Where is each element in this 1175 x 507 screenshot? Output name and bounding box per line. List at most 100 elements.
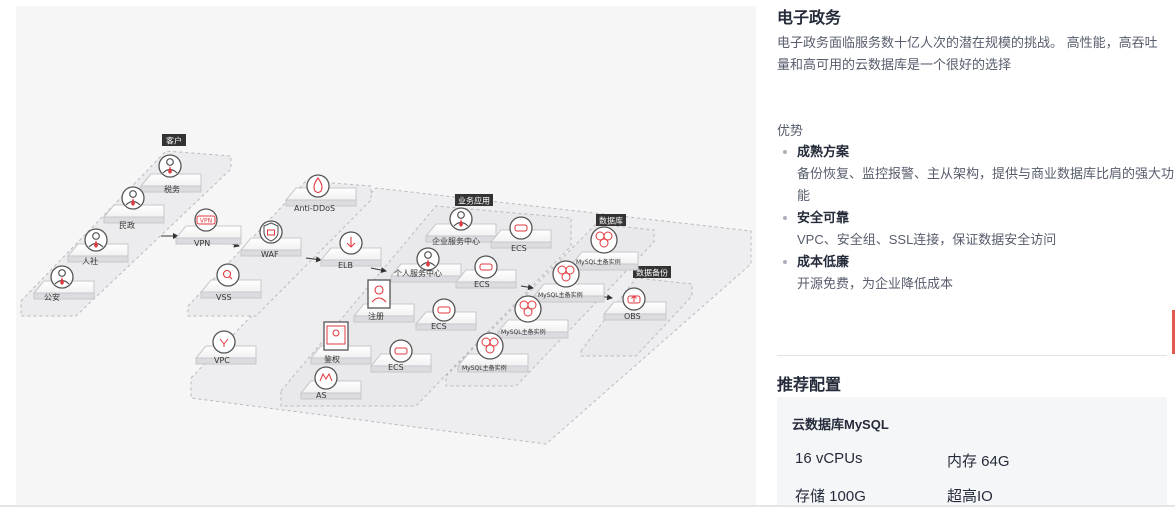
zone-label-database: 数据库 bbox=[596, 214, 626, 226]
spec-storage: 存储 100G bbox=[795, 488, 866, 505]
hexagon-cluster-icon bbox=[476, 332, 504, 360]
svg-text:ECS: ECS bbox=[388, 363, 404, 372]
node-vpc: VPC bbox=[194, 330, 257, 365]
vpn-icon: VPN bbox=[194, 208, 218, 232]
node-mysql-c: MySQL主备实例 bbox=[496, 295, 569, 339]
advantage-desc: 开源免费，为企业降低成本 bbox=[797, 276, 954, 291]
cloud-icon bbox=[389, 339, 413, 363]
advantage-title: 成熟方案 bbox=[797, 144, 850, 159]
person-icon bbox=[449, 207, 473, 231]
svg-text:民政: 民政 bbox=[119, 220, 135, 230]
svg-text:WAF: WAF bbox=[261, 250, 279, 259]
config-heading: 推荐配置 bbox=[777, 377, 842, 394]
svg-text:企业服务中心: 企业服务中心 bbox=[432, 236, 480, 246]
svg-text:ELB: ELB bbox=[338, 261, 353, 270]
svg-text:OBS: OBS bbox=[624, 312, 641, 321]
svg-text:数据库: 数据库 bbox=[599, 216, 623, 226]
node-ecs-b: ECS bbox=[454, 255, 517, 289]
svg-text:人社: 人社 bbox=[82, 256, 98, 266]
solution-panel: 电子政务 电子政务面临服务数十亿人次的潜在规模的挑战。 高性能，高吞吐量和高可用… bbox=[777, 0, 1175, 507]
user-card-icon bbox=[367, 279, 391, 309]
svg-text:业务应用: 业务应用 bbox=[458, 196, 490, 206]
node-mysql-a: MySQL主备实例 bbox=[570, 226, 639, 271]
node-as: AS bbox=[299, 366, 362, 400]
node-tax: 税务 bbox=[139, 154, 202, 194]
svg-text:MySQL主备实例: MySQL主备实例 bbox=[501, 328, 546, 336]
advantage-item: 成本低廉 开源免费，为企业降低成本 bbox=[777, 251, 1175, 295]
person-icon bbox=[416, 247, 440, 271]
hexagon-cluster-icon bbox=[552, 260, 580, 288]
advantage-item: 成熟方案 备份恢复、监控报警、主从架构，提供与商业数据库比肩的强大功能 bbox=[777, 141, 1175, 207]
node-anti-ddos: Anti-DDoS bbox=[284, 174, 357, 213]
svg-text:VPN: VPN bbox=[200, 218, 212, 225]
node-ecs-c: ECS bbox=[414, 298, 477, 331]
vpc-icon bbox=[212, 330, 236, 354]
advantages-heading: 优势 bbox=[777, 123, 804, 138]
search-shield-icon bbox=[216, 263, 240, 287]
cloud-icon bbox=[339, 231, 363, 255]
svg-text:ECS: ECS bbox=[511, 244, 527, 253]
person-icon bbox=[121, 186, 145, 210]
svg-text:税务: 税务 bbox=[164, 184, 180, 194]
advantage-desc: VPC、安全组、SSL连接，保证数据安全访问 bbox=[797, 232, 1057, 247]
bullet-icon bbox=[783, 260, 787, 264]
advantage-desc: 备份恢复、监控报警、主从架构，提供与商业数据库比肩的强大功能 bbox=[797, 166, 1175, 203]
svg-text:MySQL主备实例: MySQL主备实例 bbox=[538, 291, 583, 299]
svg-text:VSS: VSS bbox=[216, 293, 232, 302]
svg-text:MySQL主备实例: MySQL主备实例 bbox=[462, 364, 507, 372]
node-auth: 鉴权 bbox=[309, 321, 372, 365]
svg-text:公安: 公安 bbox=[44, 292, 60, 302]
svg-text:MySQL主备实例: MySQL主备实例 bbox=[576, 258, 621, 266]
node-hr: 人社 bbox=[66, 228, 129, 266]
node-police: 公安 bbox=[32, 265, 95, 302]
node-ecs-d: ECS bbox=[369, 339, 432, 373]
advantage-title: 安全可靠 bbox=[797, 210, 850, 225]
person-icon bbox=[84, 228, 108, 252]
advantages-list: 成熟方案 备份恢复、监控报警、主从架构，提供与商业数据库比肩的强大功能 安全可靠… bbox=[777, 141, 1175, 295]
zone-label-business: 业务应用 bbox=[455, 194, 493, 206]
spec-memory: 内存 64G bbox=[947, 453, 1010, 470]
node-ecs-a: ECS bbox=[489, 216, 552, 253]
diagram-canvas: 客户 业务应用 数据库 数据备份 税务 bbox=[20, 134, 752, 445]
node-vpn: VPN VPN bbox=[174, 208, 242, 248]
person-icon bbox=[50, 265, 74, 289]
zone-label-customer: 客户 bbox=[162, 134, 186, 146]
node-waf: WAF bbox=[239, 220, 302, 259]
svg-text:客户: 客户 bbox=[166, 136, 182, 146]
svg-text:鉴权: 鉴权 bbox=[324, 354, 340, 364]
person-icon bbox=[158, 154, 182, 178]
hexagon-cluster-icon bbox=[590, 226, 618, 254]
spec-io: 超高IO bbox=[947, 488, 993, 505]
section-divider bbox=[777, 355, 1167, 356]
advantage-item: 安全可靠 VPC、安全组、SSL连接，保证数据安全访问 bbox=[777, 207, 1175, 251]
node-civil: 民政 bbox=[102, 186, 165, 230]
node-vss: VSS bbox=[199, 263, 262, 302]
node-register: 注册 bbox=[352, 279, 415, 323]
hexagon-cluster-icon bbox=[514, 295, 542, 323]
svg-text:ECS: ECS bbox=[474, 280, 490, 289]
cloud-icon bbox=[474, 255, 498, 279]
bullet-icon bbox=[783, 216, 787, 220]
shield-icon bbox=[306, 174, 330, 198]
architecture-diagram: 客户 业务应用 数据库 数据备份 税务 bbox=[16, 6, 756, 505]
cloud-icon bbox=[509, 216, 533, 240]
bottom-divider bbox=[0, 505, 1175, 507]
cloud-icon bbox=[432, 298, 456, 322]
svg-text:Anti-DDoS: Anti-DDoS bbox=[294, 204, 335, 213]
svg-text:VPN: VPN bbox=[194, 239, 210, 248]
node-personal-center: 个人服务中心 bbox=[389, 247, 462, 283]
bullet-icon bbox=[783, 150, 787, 154]
svg-text:VPC: VPC bbox=[214, 356, 230, 365]
waf-shield-icon bbox=[259, 220, 283, 244]
svg-text:个人服务中心: 个人服务中心 bbox=[394, 268, 442, 278]
advantage-title: 成本低廉 bbox=[797, 254, 850, 269]
config-card[interactable]: 云数据库MySQL 16 vCPUs 内存 64G 存储 100G 超高IO bbox=[777, 397, 1167, 507]
zone-label-backup: 数据备份 bbox=[633, 266, 671, 278]
node-mysql-b: MySQL主备实例 bbox=[532, 260, 605, 303]
svg-text:注册: 注册 bbox=[368, 311, 384, 321]
node-mysql-d: MySQL主备实例 bbox=[456, 332, 529, 373]
svg-text:ECS: ECS bbox=[431, 322, 447, 331]
autoscale-icon bbox=[314, 366, 338, 390]
svg-text:AS: AS bbox=[316, 391, 327, 400]
scroll-indicator[interactable] bbox=[1172, 310, 1175, 354]
